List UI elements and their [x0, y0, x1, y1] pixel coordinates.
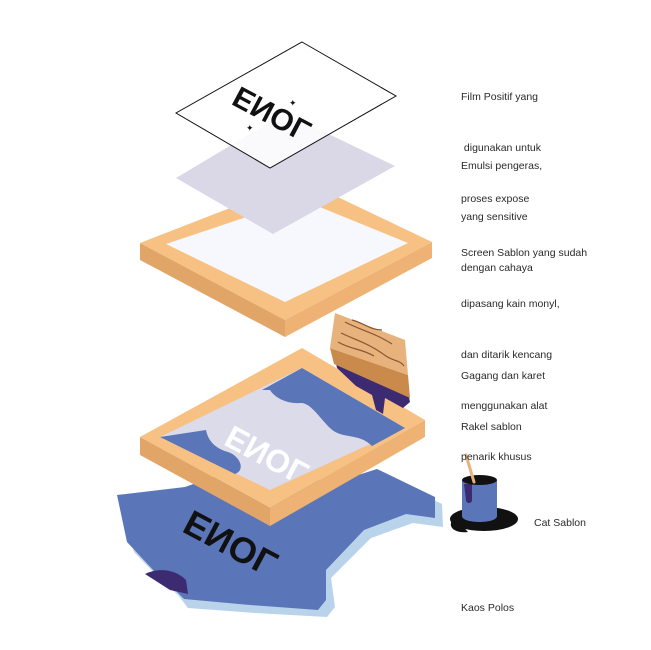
- screen-label: Screen Sablon yang sudah dipasang kain m…: [461, 247, 588, 463]
- ink-wave-bottom: [160, 430, 241, 474]
- ink-wave-top: [262, 368, 405, 446]
- upper-frame-side-right: [285, 242, 432, 337]
- paint-bucket: [450, 453, 518, 533]
- sparkle-icon: ✦: [289, 99, 297, 109]
- shirt-neck: [145, 570, 188, 594]
- upper-frame-mesh: [166, 199, 408, 302]
- film-positive-layer: ENOL ✦ ✦: [174, 41, 398, 169]
- squeegee-handle-side: [330, 348, 410, 398]
- squeegee-label: Gagang dan karet Rakel sablon: [461, 370, 546, 433]
- lower-frame-side-right: [270, 420, 425, 526]
- paint-puddle-drip: [450, 518, 468, 533]
- screen-frame-layer: [140, 180, 432, 337]
- sparkle-icon: ✦: [246, 124, 254, 134]
- shirt-label: Kaos Polos: [461, 602, 515, 614]
- bucket-drip: [464, 484, 472, 503]
- wood-grain: [337, 319, 405, 367]
- emulsion-label: Emulsi pengeras, yang sensitive dengan c…: [461, 160, 543, 274]
- film-label: Film Positif yang digunakan untuk proses…: [461, 91, 541, 205]
- bucket-rim: [462, 475, 497, 485]
- emulsion-sheet: [176, 113, 395, 234]
- shirt-layer: ENOL: [117, 462, 443, 617]
- ink-label: Cat Sablon: [534, 517, 586, 529]
- upper-frame-side-left: [140, 243, 285, 337]
- stir-stick: [464, 453, 476, 484]
- film-sheet: [174, 41, 398, 169]
- screen-with-ink-layer: ENOL: [140, 348, 425, 526]
- shirt-body: [117, 462, 435, 610]
- squeegee: [330, 313, 410, 414]
- lower-frame-side-left: [140, 437, 270, 526]
- squeegee-handle: [330, 313, 408, 375]
